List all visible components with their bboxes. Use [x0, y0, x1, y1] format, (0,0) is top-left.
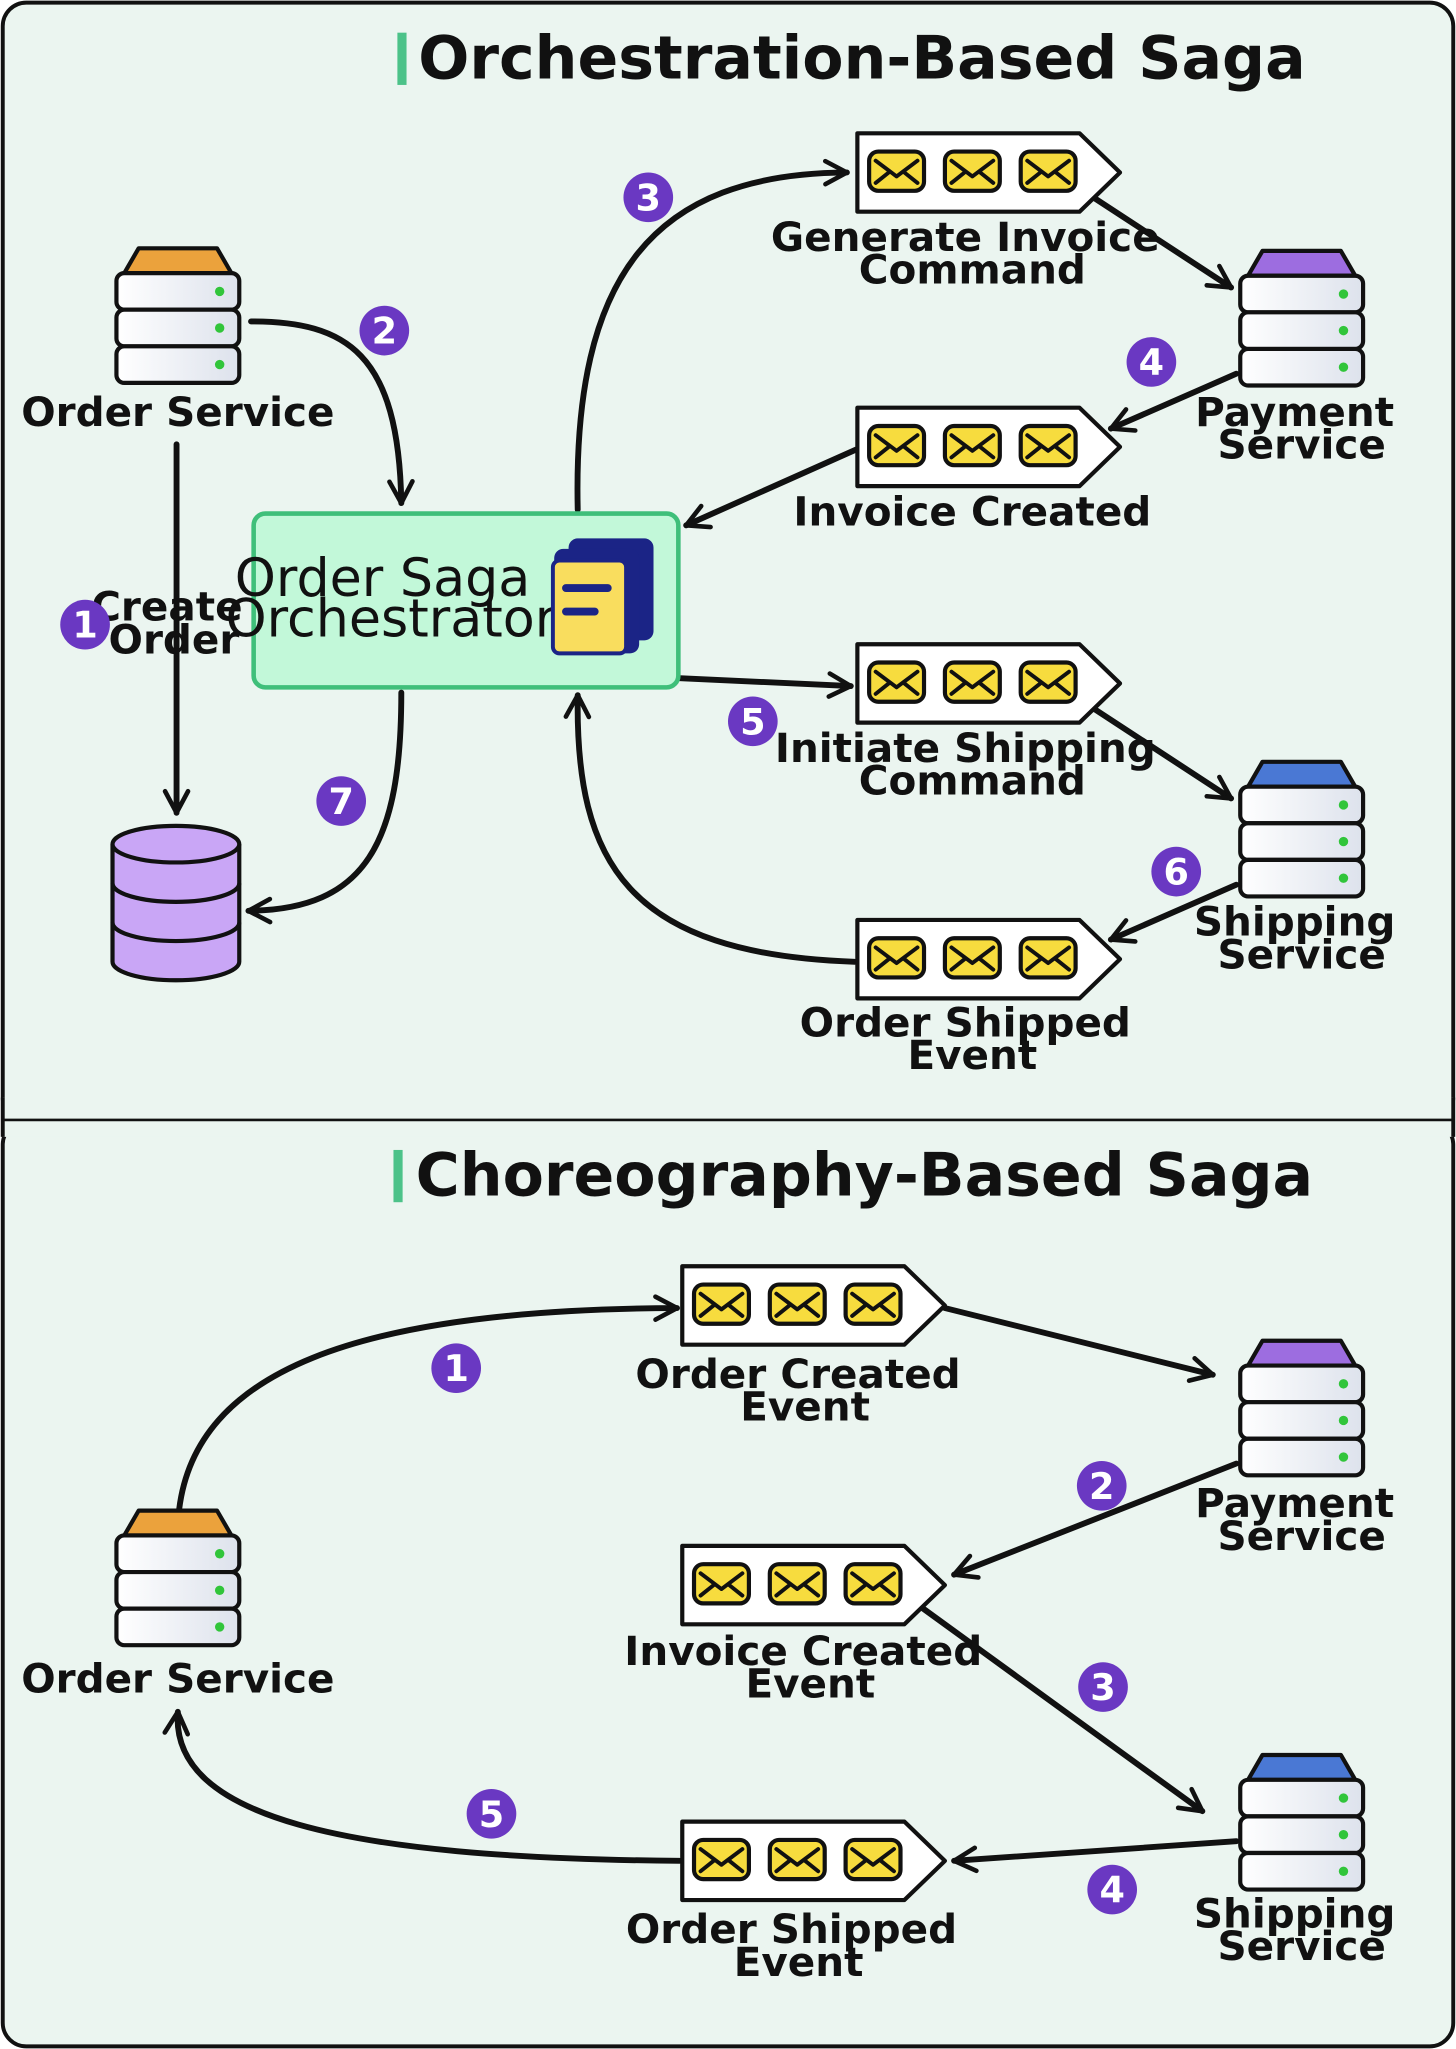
step-badge-1: 1 [60, 599, 110, 650]
arrow-step-2 [248, 318, 415, 507]
order-shipped-label: Order Shipped Event [800, 998, 1145, 1079]
orchestrator-label: Order Saga Orchestrator [226, 548, 557, 650]
payment-service[interactable] [1240, 1338, 1363, 1476]
step-badge-2: 2 [1076, 1460, 1127, 1511]
svg-text:5: 5 [740, 700, 765, 743]
documents-icon [550, 538, 654, 656]
order-shipped-label: Order Shipped Event [626, 1905, 971, 1986]
order-created-queue[interactable] [682, 1266, 945, 1344]
svg-text:2: 2 [1089, 1465, 1114, 1508]
svg-text:4: 4 [1139, 341, 1164, 384]
initiate-shipping-queue[interactable] [857, 644, 1120, 722]
shipping-service[interactable] [1240, 1752, 1363, 1890]
order-shipped-queue[interactable] [682, 1822, 945, 1900]
svg-text:3: 3 [1090, 1666, 1115, 1709]
title-accent-bar [397, 32, 407, 85]
order-saga-orchestrator[interactable]: Order Saga Orchestrator [226, 511, 681, 690]
order-service[interactable] [116, 1508, 239, 1646]
arrow-invoice-created-to-orchestrator [683, 446, 860, 530]
order-created-label: Order Created Event [635, 1350, 974, 1431]
arrow-step-3 [918, 1604, 1206, 1815]
orchestration-section: Orchestration-Based Saga Order Service C… [21, 23, 1410, 1079]
create-order-label: Create Order [91, 583, 256, 664]
svg-text:1: 1 [443, 1347, 468, 1390]
arrow-order-created-to-payment [941, 1305, 1216, 1383]
section-title: Choreography-Based Saga [416, 1141, 1313, 1211]
svg-text:2: 2 [372, 310, 397, 353]
step-badge-3: 3 [1078, 1662, 1128, 1712]
step-badge-4: 4 [1126, 337, 1177, 387]
arrow-step-6 [1107, 881, 1240, 944]
arrow-step-5 [162, 1708, 683, 1864]
payment-service-label: Payment Service [1195, 1479, 1408, 1560]
step-badge-5: 5 [728, 696, 778, 747]
payment-service-label: Payment Service [1195, 388, 1408, 469]
step-badge-5: 5 [466, 1788, 517, 1839]
payment-service[interactable] [1240, 248, 1363, 386]
invoice-created-label: Invoice Created [793, 487, 1151, 535]
svg-text:6: 6 [1163, 851, 1188, 894]
svg-text:5: 5 [479, 1793, 504, 1836]
arrow-step-2 [951, 1460, 1240, 1580]
arrow-step-3 [574, 158, 850, 513]
generate-invoice-label: Generate Invoice Command [771, 213, 1174, 294]
shipping-service[interactable] [1240, 759, 1363, 897]
step-badge-4: 4 [1087, 1864, 1138, 1915]
arrow-step-5 [676, 671, 854, 699]
arrow-generate-invoice-to-payment [1092, 195, 1235, 291]
arrow-step-4 [1107, 370, 1240, 433]
arrow-step-7 [245, 689, 405, 925]
initiate-shipping-label: Initiate Shipping Command [775, 724, 1170, 805]
title-accent-bar [393, 1149, 403, 1203]
arrow-initiate-shipping-to-shipping [1092, 706, 1235, 802]
arrow-order-shipped-to-orchestrator [563, 692, 858, 965]
step-badge-6: 6 [1151, 846, 1202, 897]
svg-text:3: 3 [636, 176, 661, 219]
step-badge-3: 3 [623, 172, 674, 223]
step-badge-1: 1 [431, 1343, 482, 1394]
step-badge-2: 2 [359, 305, 410, 356]
shipping-service-label: Shipping Service [1194, 1889, 1410, 1970]
shipping-service-label: Shipping Service [1194, 898, 1410, 979]
section-title: Orchestration-Based Saga [418, 23, 1305, 93]
choreography-section: Choreography-Based Saga Order Service Or… [21, 1141, 1410, 1986]
invoice-created-label: Invoice Created Event [624, 1627, 996, 1708]
invoice-created-queue[interactable] [857, 408, 1120, 486]
svg-text:1: 1 [72, 604, 97, 647]
order-shipped-queue[interactable] [857, 920, 1120, 998]
order-service-label: Order Service [21, 388, 334, 436]
order-service[interactable] [116, 246, 239, 383]
database-icon [110, 823, 242, 983]
generate-invoice-queue[interactable] [857, 133, 1120, 211]
arrow-step-1 [176, 1294, 680, 1513]
svg-text:4: 4 [1099, 1869, 1124, 1912]
step-badge-7: 7 [316, 776, 367, 826]
invoice-created-queue[interactable] [682, 1546, 945, 1624]
arrow-step-4 [951, 1838, 1240, 1874]
order-service-label: Order Service [21, 1654, 334, 1702]
svg-text:7: 7 [328, 780, 353, 823]
